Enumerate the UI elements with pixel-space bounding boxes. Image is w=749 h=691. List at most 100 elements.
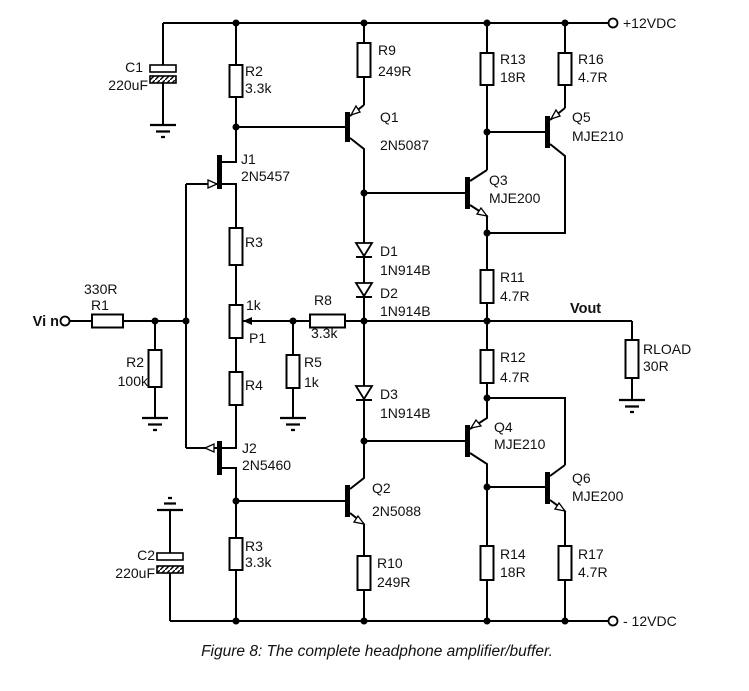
label-r14-value: 18R	[500, 564, 526, 580]
resistor-r5	[285, 321, 301, 418]
q1-emitter-arrow-icon	[349, 104, 362, 117]
label-q4-value: MJE210	[494, 436, 546, 452]
label-r9-ref: R9	[378, 42, 396, 58]
figure-caption: Figure 8: The complete headphone amplifi…	[201, 643, 553, 660]
label-j1-ref: J1	[241, 151, 256, 167]
label-r1-ref: R1	[91, 297, 109, 313]
label-p1-ref: P1	[249, 330, 266, 346]
label-q1-value: 2N5087	[380, 137, 429, 153]
diode-d1	[354, 193, 374, 283]
label-r3bot-ref: R3	[245, 538, 263, 554]
label-c1-value: 220uF	[108, 77, 148, 93]
label-j1-value: 2N5457	[241, 168, 290, 184]
label-q4-ref: Q4	[494, 419, 513, 435]
label-r13-value: 18R	[500, 69, 526, 85]
positive-rail	[163, 17, 619, 29]
jfet-j1	[186, 127, 237, 228]
label-c2-ref: C2	[137, 547, 155, 563]
label-r2top-value: 3.3k	[245, 80, 272, 96]
resistor-r12	[479, 321, 495, 398]
q2-emitter-arrow-icon	[352, 514, 366, 525]
label-d3-value: 1N914B	[380, 405, 431, 421]
label-rload-ref: RLOAD	[643, 341, 691, 357]
label-q3-value: MJE200	[489, 190, 541, 206]
label-q3-ref: Q3	[489, 172, 508, 188]
negative-terminal	[607, 615, 619, 627]
label-output: Vout	[570, 301, 601, 317]
resistor-r17	[557, 511, 573, 621]
label-r5-value: 1k	[304, 374, 320, 390]
jfet-j2	[186, 405, 237, 501]
ground-symbol-rload	[619, 398, 645, 414]
label-q2-ref: Q2	[372, 480, 391, 496]
label-positive-supply: +12VDC	[623, 15, 676, 31]
label-r10-ref: R10	[377, 555, 403, 571]
label-r17-value: 4.7R	[578, 564, 608, 580]
resistor-r3-top	[228, 227, 244, 305]
label-r8-value: 3.3k	[311, 325, 338, 341]
ground-symbol-r5	[280, 416, 306, 432]
capacitor-c2	[156, 510, 184, 621]
resistor-r11	[479, 233, 495, 321]
label-input: Vi n	[33, 314, 59, 330]
resistor-rload	[624, 321, 640, 400]
label-p1-value: 1k	[246, 297, 262, 313]
ground-symbol-c1	[150, 123, 176, 139]
label-r11-ref: R11	[500, 269, 525, 285]
resistor-r1	[91, 313, 186, 329]
potentiometer-p1	[228, 304, 310, 372]
label-r2top-ref: R2	[245, 63, 263, 79]
label-c2-value: 220uF	[115, 565, 155, 581]
label-r13-ref: R13	[500, 51, 526, 67]
transistor-q6	[487, 397, 567, 512]
label-q6-ref: Q6	[572, 470, 591, 486]
resistor-r13	[479, 23, 495, 170]
label-r14-ref: R14	[500, 546, 526, 562]
ground-symbol-r2	[142, 416, 168, 432]
transistor-q5	[487, 107, 566, 234]
resistor-r3-bottom	[228, 501, 244, 621]
label-q2-value: 2N5088	[372, 503, 421, 519]
label-q6-value: MJE200	[572, 488, 624, 504]
label-j2-value: 2N5460	[242, 457, 291, 473]
label-r17-ref: R17	[578, 546, 604, 562]
transistor-q2	[236, 441, 366, 525]
transistor-q1	[236, 104, 365, 193]
label-d3-ref: D3	[380, 386, 398, 402]
label-q5-value: MJE210	[572, 128, 624, 144]
label-r9-value: 249R	[378, 63, 411, 79]
label-q5-ref: Q5	[572, 109, 591, 125]
negative-rail	[170, 615, 619, 627]
label-r12-ref: R12	[500, 349, 526, 365]
resistor-r9	[356, 23, 372, 105]
diode-d3	[354, 321, 374, 441]
resistor-r16	[557, 23, 573, 108]
label-r1-value: 330R	[84, 281, 117, 297]
p1-wiper-arrow-icon	[243, 317, 252, 325]
q3-emitter-arrow-icon	[475, 206, 489, 217]
transistor-q3	[364, 169, 489, 233]
label-r10-value: 249R	[377, 574, 410, 590]
j1-gate-arrow-icon	[207, 178, 219, 190]
labels: C1 220uF R2 3.3k R9 249R R13 18R R16 4.7…	[33, 15, 692, 660]
transistor-q4	[364, 398, 488, 487]
label-r5-ref: R5	[304, 354, 322, 370]
capacitor-c1	[149, 23, 177, 125]
resistor-r2-input	[147, 321, 163, 418]
label-q1-ref: Q1	[380, 109, 399, 125]
input-terminal	[59, 315, 92, 327]
label-r16-value: 4.7R	[578, 69, 608, 85]
q6-emitter-arrow-icon	[553, 501, 567, 512]
positive-terminal	[607, 17, 619, 29]
label-r3bot-value: 3.3k	[245, 554, 272, 570]
resistor-r2-top	[228, 23, 244, 127]
label-j2-ref: J2	[242, 440, 257, 456]
resistor-r10	[356, 524, 372, 621]
label-d1-ref: D1	[380, 243, 398, 259]
q4-emitter-arrow-icon	[469, 418, 483, 429]
label-d2-ref: D2	[380, 285, 398, 301]
label-d2-value: 1N914B	[380, 303, 431, 319]
junction-dots	[151, 19, 569, 625]
label-c1-ref: C1	[125, 59, 143, 75]
